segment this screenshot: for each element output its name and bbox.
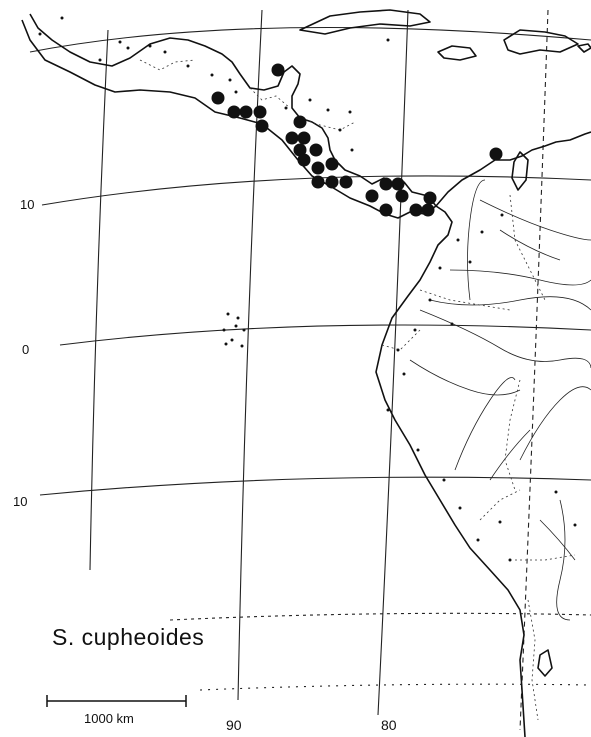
river-pilcomayo [539, 519, 576, 561]
border-mexico-guatemala [249, 87, 291, 109]
river-beni [489, 429, 531, 481]
longitude-line-70w [519, 9, 549, 731]
chiloe-island [537, 649, 553, 677]
latitude-label-equator: 0 [22, 342, 30, 357]
coastlines [21, 9, 591, 737]
river-putumayo [429, 296, 591, 311]
longitude-label-80w: 80 [381, 717, 397, 733]
scale-bar-label: 1000 km [84, 711, 134, 726]
border-peru-bolivia [479, 489, 521, 521]
border-mexico-interior [139, 59, 196, 71]
scale-bar [46, 695, 187, 707]
species-occurrences [211, 63, 503, 217]
south-america-north-coast [435, 131, 591, 207]
longitude-line-100w [89, 29, 109, 571]
graticule [29, 9, 591, 731]
river-maranon [409, 359, 521, 396]
longitude-line-80w [377, 9, 409, 716]
river-ucayali [454, 377, 516, 471]
latitude-line-10n [41, 175, 591, 206]
border-chile-argentina [527, 599, 539, 721]
latitude-line-10s [39, 476, 591, 496]
latitude-label-10n: 10 [20, 197, 35, 212]
rivers [409, 179, 591, 621]
latitude-line-20s [169, 612, 591, 621]
border-bolivia-argentina [515, 554, 576, 561]
latitude-line-30s [199, 683, 591, 691]
latitude-line-equator [59, 324, 591, 346]
borders [139, 59, 576, 721]
river-parana [556, 499, 571, 621]
jamaica-coastline [437, 45, 477, 61]
border-colombia-venezuela [509, 194, 546, 301]
river-japura [449, 269, 591, 286]
border-ecuador-peru [381, 329, 421, 351]
longitude-label-90w: 90 [226, 717, 242, 733]
latitude-line-20n [29, 26, 591, 53]
border-colombia-peru [419, 289, 511, 311]
hispaniola-coastline [503, 29, 579, 55]
latitude-label-10s: 10 [13, 494, 28, 509]
border-peru-brazil [504, 379, 521, 491]
cuba-coastline [299, 9, 431, 35]
river-meta [499, 229, 561, 261]
border-honduras [299, 117, 356, 131]
river-amazon [419, 309, 591, 369]
lake-maracaibo [511, 151, 529, 191]
river-magdalena [467, 179, 486, 301]
river-madeira [519, 386, 591, 461]
river-orinoco [479, 199, 591, 241]
locality-dots [38, 16, 577, 562]
south-america-coastline [375, 205, 526, 737]
species-name-title: S. cupheoides [52, 624, 205, 650]
puerto-rico-coastline [577, 43, 591, 53]
